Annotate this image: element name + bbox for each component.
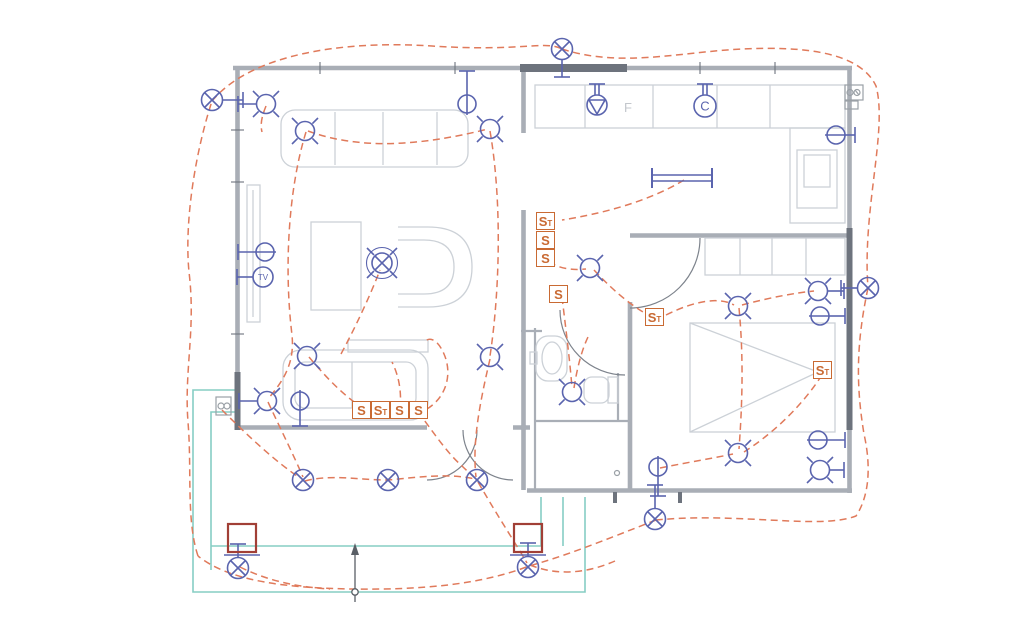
ceiling-light-icon[interactable] [238,387,281,415]
wiring-circuit [211,44,563,102]
wiring-circuit [743,374,823,453]
switch[interactable]: S [409,401,428,419]
hood-icon[interactable] [586,83,608,116]
switch[interactable]: S [536,231,555,249]
wiring-circuit [561,296,573,389]
ceiling-light-icon[interactable] [291,117,319,145]
door-stop [613,469,621,477]
arrow-head [351,543,359,555]
wiring-circuit [655,287,869,523]
tv-cabinet [246,184,261,323]
outdoor-light-icon[interactable] [291,468,315,492]
wiring-circuit [417,411,477,480]
switch[interactable]: S [390,401,409,419]
terrace-post [226,522,258,554]
socket-icon[interactable] [807,430,846,450]
terrace-post [512,522,544,554]
wall-light-icon[interactable] [516,542,540,579]
kitchen-counter [534,84,846,129]
switch[interactable]: S [549,285,568,303]
furniture [246,84,846,477]
wiring-circuit [741,290,815,306]
wiring-circuit [659,453,734,469]
ceiling-light-icon[interactable] [724,439,752,467]
toilet [583,376,610,404]
corner-sofa [282,349,429,421]
bedroom-door-arc [629,237,701,309]
wiring-circuit [260,105,267,133]
wiring-circuits [186,44,880,590]
wiring-circuit [239,566,331,590]
socket-icon[interactable] [290,390,310,427]
bathroom-door-arc [559,309,626,376]
wall-light-icon[interactable] [200,88,244,112]
kitchen-counter-right [789,127,846,224]
wiring-circuit [267,131,307,400]
ceiling-light-icon[interactable] [293,342,321,370]
wiring-circuit [665,299,735,316]
ceiling-light-icon[interactable] [724,292,752,320]
junction-box-left[interactable] [215,396,232,416]
wiring-circuit [593,269,649,316]
linear-light-icon[interactable] [651,168,713,188]
ceiling-light-icon[interactable] [558,378,586,406]
socket-icon[interactable] [237,242,276,262]
wiring-circuit [561,47,880,289]
ceiling-light-icon[interactable] [806,456,845,484]
cooker-label: C [700,99,709,114]
bed [689,322,836,433]
wiring-circuit [267,401,304,478]
wiring-circuit [308,356,362,408]
wiring-circuit [307,128,489,145]
wiring-circuit [573,332,591,389]
socket-icon[interactable] [648,456,668,497]
coffee-table [310,221,362,311]
wiring-circuit [489,130,499,357]
fridge-label: F [624,100,632,115]
switch[interactable]: S [352,401,371,419]
wiring-circuit [221,409,301,479]
armchair [398,226,473,308]
wall-light-icon[interactable] [840,276,880,300]
cooker-icon[interactable]: C [693,83,717,118]
chandelier-icon[interactable] [365,246,399,280]
ceiling-light-icon[interactable] [476,343,504,371]
socket-icon[interactable] [825,125,856,145]
wardrobe [704,237,846,276]
outdoor-light-icon[interactable] [465,468,489,492]
wiring-circuit [561,179,685,221]
switch[interactable]: S [536,249,555,267]
sofa [280,109,469,168]
wiring-circuit [738,307,743,450]
wiring-circuit [477,481,528,564]
wiring-circuit [474,358,491,478]
entrance-arrow [351,543,359,602]
tv-outlet-icon[interactable]: TV [236,266,274,288]
wiring-circuit [186,100,213,557]
wall-light-icon[interactable] [550,37,574,78]
terrace-posts [224,522,546,556]
entrance-door-right-arc [462,429,514,481]
wiring-circuit [423,338,449,410]
bathroom-sink [535,335,568,382]
socket-icon[interactable] [457,70,477,115]
ceiling-light-icon[interactable] [576,254,604,282]
ceiling-light-icon[interactable] [476,115,504,143]
wall-light-icon[interactable] [226,543,250,580]
wiring-circuit [197,519,657,590]
ceiling-light-icon[interactable] [237,90,280,118]
doors [426,237,701,481]
socket-icon[interactable] [809,306,846,326]
outdoor-light-icon[interactable] [376,468,400,492]
tv-outlet-label: TV [258,273,269,282]
meter-box-right[interactable] [844,84,864,110]
appliance [796,149,838,209]
